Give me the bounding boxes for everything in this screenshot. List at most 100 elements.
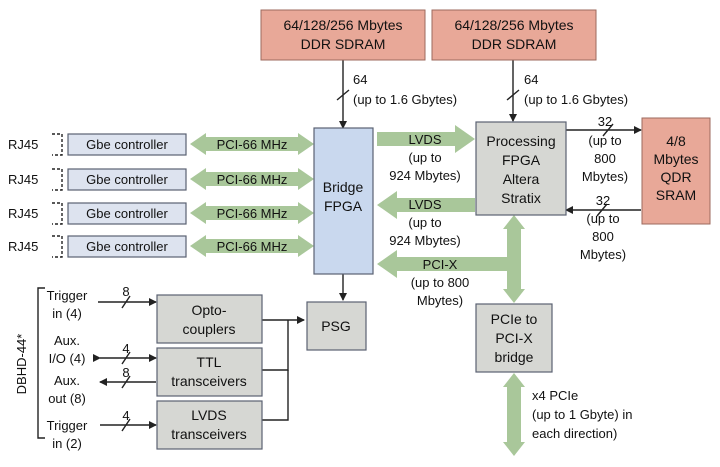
qdr-bottom-line2: (up to xyxy=(586,211,619,226)
ttl-line1: TTL xyxy=(197,354,222,370)
gbe-controllers: Gbe controller Gbe controller Gbe contro… xyxy=(67,133,187,258)
ddr-left-bus-width: 64 xyxy=(353,72,367,87)
aux-io-line2: I/O (4) xyxy=(49,351,86,366)
lvds-top-line1: LVDS xyxy=(409,132,442,147)
qdr-bottom-line1: 32 xyxy=(596,193,610,208)
ddr-right-rate: (up to 1.6 Gbytes) xyxy=(524,92,628,107)
rj45-ports: RJ45 RJ45 RJ45 RJ45 xyxy=(8,137,38,254)
pci66-arrow-1 xyxy=(190,133,314,155)
aux-out-bus: 8 xyxy=(122,365,129,380)
bridge-fpga-line1: Bridge xyxy=(323,179,364,195)
ddr-sdram-right: 64/128/256 Mbytes DDR SDRAM xyxy=(431,9,597,61)
aux-io-bus: 4 xyxy=(122,341,129,356)
lvds-top-line3: 924 Mbytes) xyxy=(389,168,461,183)
lvds-top-line2: (up to xyxy=(408,150,441,165)
rj45-4: RJ45 xyxy=(8,239,38,254)
ddr-sdram-left: 64/128/256 Mbytes DDR SDRAM xyxy=(260,9,426,61)
pcie-link-line3: each direction) xyxy=(532,426,617,441)
ddr-left-line1: 64/128/256 Mbytes xyxy=(283,17,402,33)
processing-fpga-line2: FPGA xyxy=(502,152,541,168)
pcie-link-line1: x4 PCIe xyxy=(532,388,578,403)
processing-fpga-line4: Stratix xyxy=(501,190,541,206)
pcie-link-line2: (up to 1 Gbyte) in xyxy=(532,407,632,422)
processing-fpga-line3: Altera xyxy=(503,171,540,187)
lvds-bottom-line2: (up to xyxy=(408,215,441,230)
green-bus-arrows xyxy=(190,125,525,456)
ttl-transceivers: TTL transceivers xyxy=(156,347,263,397)
pcix-line1: PCI-X xyxy=(423,257,458,272)
trigger-in2-line2: in (2) xyxy=(52,436,82,451)
qdr-bottom-line4: Mbytes) xyxy=(580,247,626,262)
pci66-arrow-4 xyxy=(190,235,314,257)
lvds-bottom-arrow xyxy=(377,191,475,219)
ddr-right-line1: 64/128/256 Mbytes xyxy=(454,17,573,33)
lvds-bottom-line1: LVDS xyxy=(409,197,442,212)
trigger-in2-bus: 4 xyxy=(122,408,129,423)
io-labels: Trigger in (4) 8 Aux. I/O (4) 4 Aux. out… xyxy=(47,284,130,451)
psg-label: PSG xyxy=(321,318,351,334)
pcie-link-label: x4 PCIe (up to 1 Gbyte) in each directio… xyxy=(532,388,632,441)
qdr-sram: 4/8 Mbytes QDR SRAM xyxy=(641,117,711,225)
qdr-top-line4: Mbytes) xyxy=(582,169,628,184)
ddr-left-rate: (up to 1.6 Gbytes) xyxy=(353,92,457,107)
pcix-horizontal-arrow xyxy=(377,250,514,278)
ddr-left-line2: DDR SDRAM xyxy=(301,36,386,52)
aux-out-line2: out (8) xyxy=(48,391,86,406)
processing-fpga: Processing FPGA Altera Stratix xyxy=(475,121,567,216)
qdr-line3: QDR xyxy=(660,169,691,185)
qdr-top-line3: 800 xyxy=(594,151,616,166)
gbe-controller-1-label: Gbe controller xyxy=(86,137,168,152)
lvds-top-arrow xyxy=(377,125,475,153)
pci66-label-2: PCI-66 MHz xyxy=(217,172,288,187)
ddr-right-bus-width: 64 xyxy=(524,72,538,87)
pcix-line3: Mbytes) xyxy=(417,293,463,308)
pcie-to-pcix-bridge: PCIe to PCI-X bridge xyxy=(475,303,553,373)
pci66-arrow-3 xyxy=(190,202,314,224)
ddr-right-line2: DDR SDRAM xyxy=(472,36,557,52)
opto-line2: couplers xyxy=(183,321,236,337)
qdr-bottom-link-label: 32 (up to 800 Mbytes) xyxy=(580,193,626,262)
pcie-bridge-line3: bridge xyxy=(495,349,534,365)
trigger-in4-line2: in (4) xyxy=(52,306,82,321)
aux-io-line1: Aux. xyxy=(54,333,80,348)
qdr-line2: Mbytes xyxy=(653,151,698,167)
qdr-top-line1: 32 xyxy=(598,114,612,129)
pcix-link-label: PCI-X (up to 800 Mbytes) xyxy=(411,257,470,308)
gbe-controller-4-label: Gbe controller xyxy=(86,239,168,254)
lvds-top-label: LVDS (up to 924 Mbytes) xyxy=(389,132,461,183)
ttl-line2: transceivers xyxy=(171,373,246,389)
bridge-fpga-line2: FPGA xyxy=(324,198,363,214)
psg-block: PSG xyxy=(306,301,367,351)
qdr-line1: 4/8 xyxy=(666,133,686,149)
aux-out-line1: Aux. xyxy=(54,373,80,388)
thin-connectors xyxy=(37,53,642,439)
gbe-controller-3-label: Gbe controller xyxy=(86,206,168,221)
pci66-label-1: PCI-66 MHz xyxy=(217,137,288,152)
qdr-line4: SRAM xyxy=(656,187,696,203)
trigger-in4-bus: 8 xyxy=(122,284,129,299)
pci66-labels: PCI-66 MHz PCI-66 MHz PCI-66 MHz PCI-66 … xyxy=(217,137,288,254)
pcie-bridge-line2: PCI-X xyxy=(495,330,533,346)
opto-couplers: Opto- couplers xyxy=(156,294,263,344)
pcix-vertical-arrow xyxy=(503,215,525,303)
pci66-arrow-2 xyxy=(190,168,314,190)
lvds-xcvr-line1: LVDS xyxy=(191,407,227,423)
rj45-1: RJ45 xyxy=(8,137,38,152)
qdr-top-link-label: 32 (up to 800 Mbytes) xyxy=(582,114,628,184)
lvds-bottom-label: LVDS (up to 924 Mbytes) xyxy=(389,197,461,248)
qdr-bottom-line3: 800 xyxy=(592,229,614,244)
lvds-transceivers: LVDS transceivers xyxy=(156,400,263,450)
pci66-label-3: PCI-66 MHz xyxy=(217,206,288,221)
pcie-bridge-line1: PCIe to xyxy=(491,311,538,327)
opto-line1: Opto- xyxy=(191,302,226,318)
gbe-controller-2-label: Gbe controller xyxy=(86,172,168,187)
pci66-label-4: PCI-66 MHz xyxy=(217,239,288,254)
lvds-xcvr-line2: transceivers xyxy=(171,426,246,442)
pcie-x4-arrow xyxy=(503,373,525,456)
rj45-3: RJ45 xyxy=(8,206,38,221)
pcix-line2: (up to 800 xyxy=(411,275,470,290)
connector-label: DBHD-44* xyxy=(14,334,29,395)
rj45-2: RJ45 xyxy=(8,172,38,187)
trigger-in2-line1: Trigger xyxy=(47,418,88,433)
